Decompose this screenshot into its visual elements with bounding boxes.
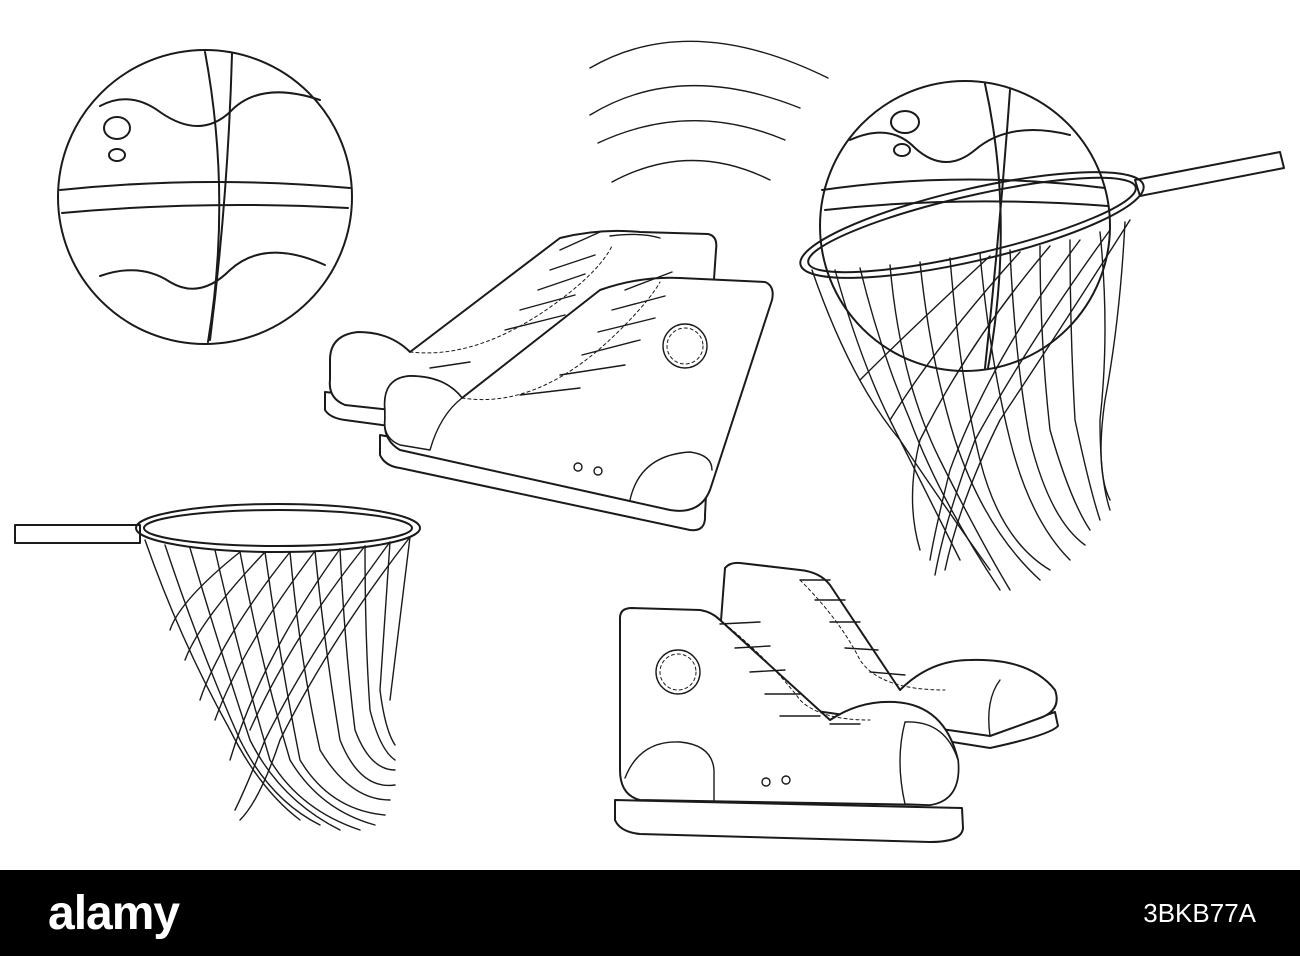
image-id-label: 3BKB77A <box>1143 897 1256 928</box>
hoop-with-ball-icon <box>799 80 1285 591</box>
basketball-icon <box>57 49 353 345</box>
motion-lines-icon <box>589 40 829 183</box>
sneakers-pair-top <box>324 229 774 532</box>
stock-logo-text: alamy <box>48 886 180 940</box>
stock-footer-bar: alamy 3BKB77A <box>0 870 1300 956</box>
stock-logo[interactable]: alamy <box>48 886 180 941</box>
sports-illustration <box>14 40 1285 843</box>
sneakers-pair-bottom <box>614 561 1059 843</box>
hoop-net-icon <box>14 503 421 831</box>
